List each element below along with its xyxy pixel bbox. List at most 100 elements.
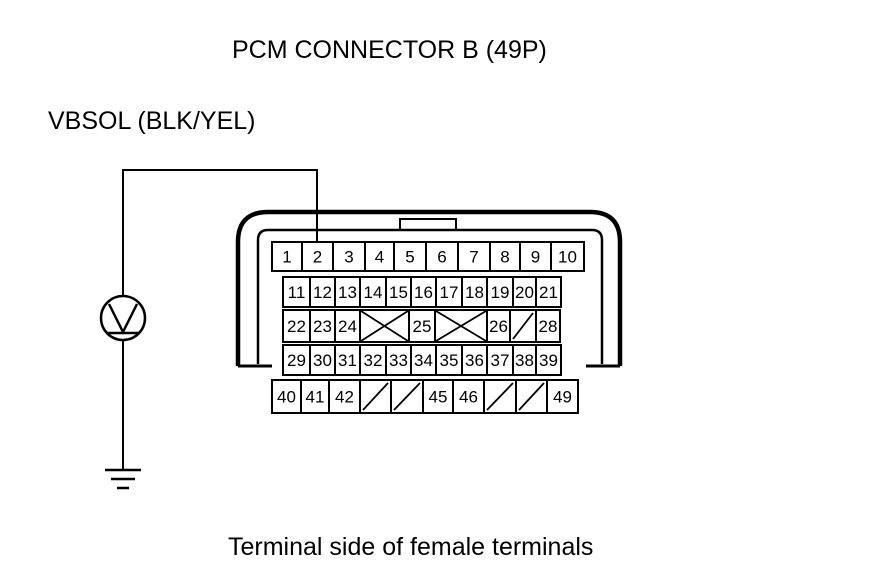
terminal-24: 24 <box>334 309 361 343</box>
unused-slash-mark <box>362 382 389 411</box>
terminal-41: 41 <box>300 379 330 414</box>
terminal-46: 46 <box>452 379 485 414</box>
terminal-empty <box>359 309 410 343</box>
terminal-number: 45 <box>429 388 448 407</box>
terminal-number: 1 <box>282 248 291 267</box>
terminal-30: 30 <box>309 344 336 376</box>
terminal-21: 21 <box>535 276 562 308</box>
terminal-11: 11 <box>282 276 311 308</box>
terminal-number: 22 <box>287 317 306 336</box>
terminal-42: 42 <box>328 379 361 414</box>
terminal-22: 22 <box>282 309 311 343</box>
terminal-number: 38 <box>515 351 534 370</box>
terminal-number: 40 <box>277 388 296 407</box>
terminal-number: 10 <box>558 248 577 267</box>
terminal-20: 20 <box>512 276 537 308</box>
terminal-3: 3 <box>332 241 366 272</box>
terminal-number: 42 <box>335 388 354 407</box>
connector-housing <box>235 209 623 368</box>
terminal-12: 12 <box>309 276 336 308</box>
terminal-number: 23 <box>313 317 332 336</box>
terminal-8: 8 <box>489 241 521 272</box>
wire-label: VBSOL (BLK/YEL) <box>48 107 256 135</box>
terminal-number: 39 <box>539 351 558 370</box>
terminal-36: 36 <box>461 344 488 376</box>
terminal-16: 16 <box>410 276 437 308</box>
terminal-7: 7 <box>457 241 491 272</box>
terminal-34: 34 <box>410 344 437 376</box>
terminal-empty <box>509 309 537 343</box>
terminal-number: 15 <box>389 283 408 302</box>
terminal-number: 19 <box>491 283 510 302</box>
unused-cross-mark <box>360 310 409 342</box>
terminal-number: 35 <box>440 351 459 370</box>
terminal-number: 11 <box>288 283 306 302</box>
terminal-35: 35 <box>435 344 463 376</box>
terminal-23: 23 <box>309 309 336 343</box>
terminal-number: 26 <box>489 317 508 336</box>
terminal-number: 46 <box>459 388 478 407</box>
terminal-15: 15 <box>385 276 412 308</box>
unused-slash-mark <box>486 382 514 411</box>
terminal-31: 31 <box>334 344 361 376</box>
terminal-number: 16 <box>414 283 433 302</box>
terminal-number: 12 <box>313 283 332 302</box>
voltmeter-icon <box>99 294 147 342</box>
terminal-32: 32 <box>359 344 387 376</box>
terminal-empty <box>434 309 488 343</box>
terminal-number: 21 <box>539 283 558 302</box>
terminal-2: 2 <box>301 241 334 272</box>
terminal-9: 9 <box>519 241 552 272</box>
terminal-1: 1 <box>271 241 303 272</box>
terminal-29: 29 <box>282 344 311 376</box>
terminal-number: 20 <box>515 283 534 302</box>
terminal-number: 13 <box>338 283 357 302</box>
terminal-49: 49 <box>546 379 579 414</box>
terminal-empty <box>390 379 424 414</box>
unused-cross-mark <box>435 310 487 342</box>
terminal-number: 37 <box>491 351 510 370</box>
terminal-number: 2 <box>313 248 322 267</box>
terminal-number: 31 <box>338 351 357 370</box>
terminal-number: 24 <box>338 317 357 336</box>
terminal-number: 34 <box>414 351 433 370</box>
terminal-40: 40 <box>271 379 302 414</box>
terminal-4: 4 <box>364 241 395 272</box>
terminal-number: 8 <box>500 248 509 267</box>
terminal-14: 14 <box>359 276 387 308</box>
unused-slash-mark <box>518 382 545 411</box>
terminal-number: 41 <box>306 388 325 407</box>
terminal-10: 10 <box>550 241 585 272</box>
terminal-number: 30 <box>313 351 332 370</box>
terminal-45: 45 <box>422 379 454 414</box>
terminal-number: 49 <box>553 388 572 407</box>
terminal-37: 37 <box>486 344 514 376</box>
probe-wire <box>122 169 318 296</box>
terminal-26: 26 <box>486 309 511 343</box>
terminal-39: 39 <box>535 344 562 376</box>
terminal-number: 4 <box>375 248 384 267</box>
terminal-number: 7 <box>469 248 478 267</box>
unused-slash-mark <box>393 382 421 411</box>
terminal-empty <box>483 379 517 414</box>
terminal-number: 33 <box>389 351 408 370</box>
ground-icon <box>105 468 141 490</box>
terminal-number: 14 <box>364 283 383 302</box>
unused-slash-mark <box>512 312 534 340</box>
terminal-number: 6 <box>437 248 446 267</box>
terminal-33: 33 <box>385 344 412 376</box>
terminal-6: 6 <box>425 241 459 272</box>
terminal-19: 19 <box>486 276 514 308</box>
terminal-number: 3 <box>344 248 353 267</box>
terminal-empty <box>515 379 548 414</box>
terminal-number: 17 <box>440 283 459 302</box>
diagram-title: PCM CONNECTOR B (49P) <box>232 36 547 64</box>
terminal-number: 28 <box>539 317 558 336</box>
terminal-empty <box>359 379 392 414</box>
terminal-number: 32 <box>364 351 383 370</box>
terminal-number: 25 <box>413 317 432 336</box>
terminal-13: 13 <box>334 276 361 308</box>
